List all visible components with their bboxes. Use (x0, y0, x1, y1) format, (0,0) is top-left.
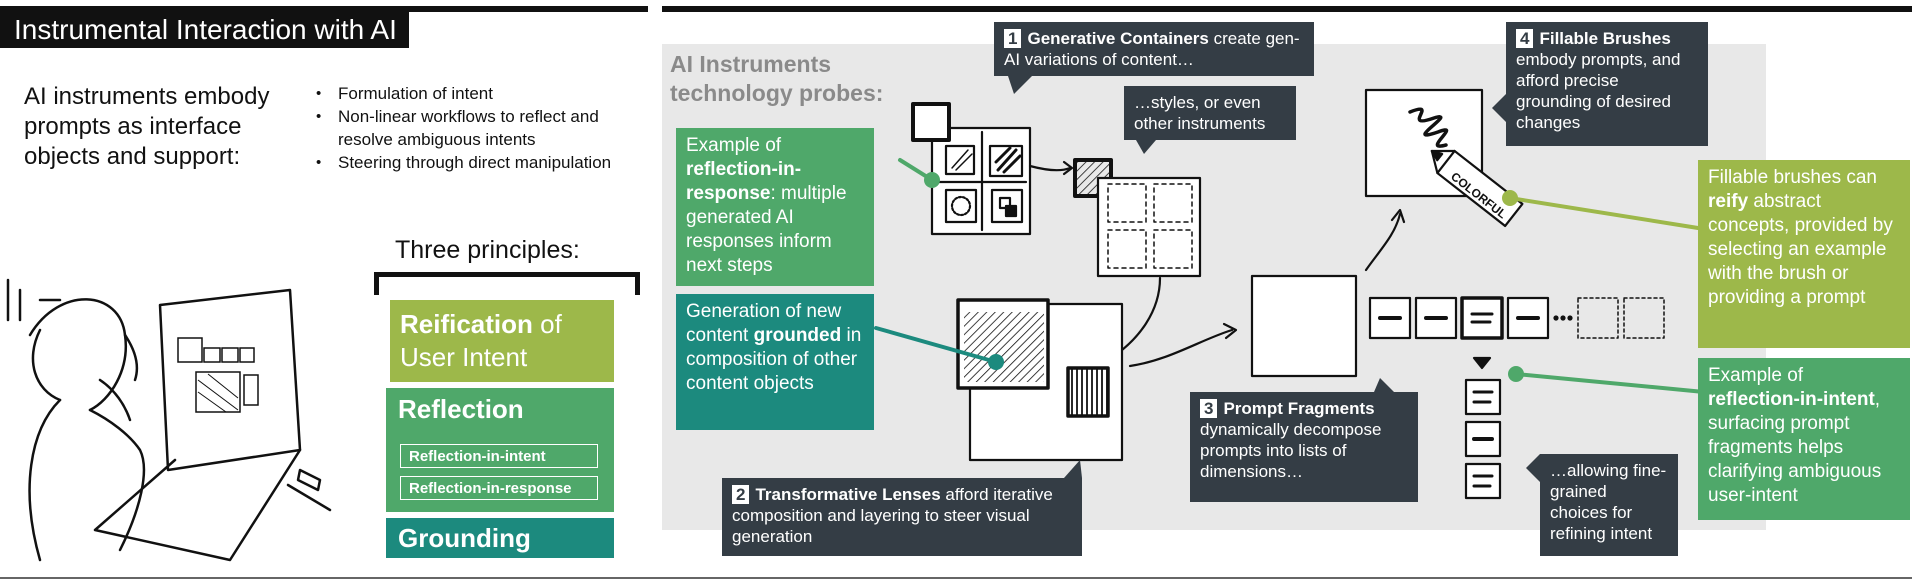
allowing-choices-callout: …allowing fine-grained choices for refin… (1540, 454, 1678, 556)
transformative-lenses-callout: 2 Transformative Lenses afford iterative … (722, 478, 1082, 556)
callout-text: dynamically decompose prompts into lists… (1200, 420, 1382, 481)
callout-number: 1 (1004, 29, 1022, 48)
principles-bracket (374, 272, 640, 295)
callout-heading: Fillable Brushes (1539, 29, 1671, 48)
callout-number: 3 (1200, 399, 1218, 418)
header-rule-left (0, 6, 648, 12)
prompt-fragments-callout: 3 Prompt Fragments dynamically decompose … (1190, 392, 1418, 502)
header-rule-right (662, 6, 1912, 12)
example-text: abstract concepts, provided by selecting… (1708, 191, 1893, 308)
intro-bullets: Formulation of intent Non-linear workflo… (316, 82, 658, 174)
callout-text: afford iterative composition and layerin… (732, 485, 1053, 546)
intro-text: AI instruments embody prompts as interfa… (24, 83, 270, 170)
principle-reification-rest: of User Intent (400, 309, 562, 372)
bottom-rule (0, 577, 1912, 579)
callout-heading: Generative Containers (1027, 29, 1209, 48)
callout-text: embody prompts, and afford precise groun… (1516, 50, 1681, 132)
example-text: Example of (686, 135, 782, 156)
reflection-in-intent-box: Reflection-in-intent (400, 444, 598, 468)
page-title: Instrumental Interaction with AI (0, 12, 409, 48)
example-text: Generation of new content (686, 301, 842, 346)
callout-number: 2 (732, 485, 750, 504)
example-keyword: reflection-in-intent (1708, 389, 1875, 410)
grounded-generation-example: Generation of new content grounded in co… (676, 294, 874, 430)
principle-reflection-label: Reflection (398, 394, 524, 424)
bullet-item: Steering through direct manipulation (316, 151, 658, 174)
reflection-in-response-example: Example of reflection-in-response: multi… (676, 128, 874, 286)
generative-containers-callout: 1 Generative Containers create gen-AI var… (994, 22, 1314, 76)
bullet-item: Formulation of intent (316, 82, 658, 105)
principle-reification: Reification of User Intent (390, 300, 614, 382)
person-at-computer-illustration (6, 278, 332, 562)
principle-grounding: Grounding (386, 518, 614, 558)
example-text: : multiple generated AI responses inform… (686, 183, 847, 276)
probes-title: AI Instruments technology probes: (670, 51, 884, 106)
callout-heading: Transformative Lenses (755, 485, 941, 504)
callout-heading: Prompt Fragments (1223, 399, 1375, 418)
reflection-in-response-box: Reflection-in-response (400, 476, 598, 500)
principle-reflection: Reflection Reflection-in-intent Reflecti… (386, 388, 614, 512)
callout-text: create gen-AI variations of content… (1004, 29, 1300, 69)
principle-reification-bold: Reification (400, 309, 533, 339)
callout-text: …allowing fine-grained choices for refin… (1550, 461, 1667, 543)
bullet-item: Non-linear workflows to reflect and reso… (316, 105, 658, 151)
example-text: Example of (1708, 365, 1804, 386)
example-text: Fillable brushes can (1708, 167, 1877, 188)
example-keyword: grounded (753, 325, 842, 346)
reify-brushes-example: Fillable brushes can reify abstract conc… (1698, 160, 1910, 348)
principles-title: Three principles: (395, 236, 580, 264)
styles-callout: …styles, or even other instruments (1124, 86, 1296, 140)
example-keyword: reflection-in-response (686, 159, 802, 204)
fillable-brushes-callout: 4 Fillable Brushes embody prompts, and af… (1506, 22, 1708, 146)
callout-number: 4 (1516, 29, 1534, 48)
callout-text: …styles, or even other instruments (1134, 93, 1266, 133)
example-keyword: reify (1708, 191, 1749, 212)
reflection-in-intent-example: Example of reflection-in-intent, surfaci… (1698, 358, 1910, 520)
example-text: , surfacing prompt fragments helps clari… (1708, 389, 1882, 506)
example-text: in composition of other content objects (686, 325, 862, 394)
